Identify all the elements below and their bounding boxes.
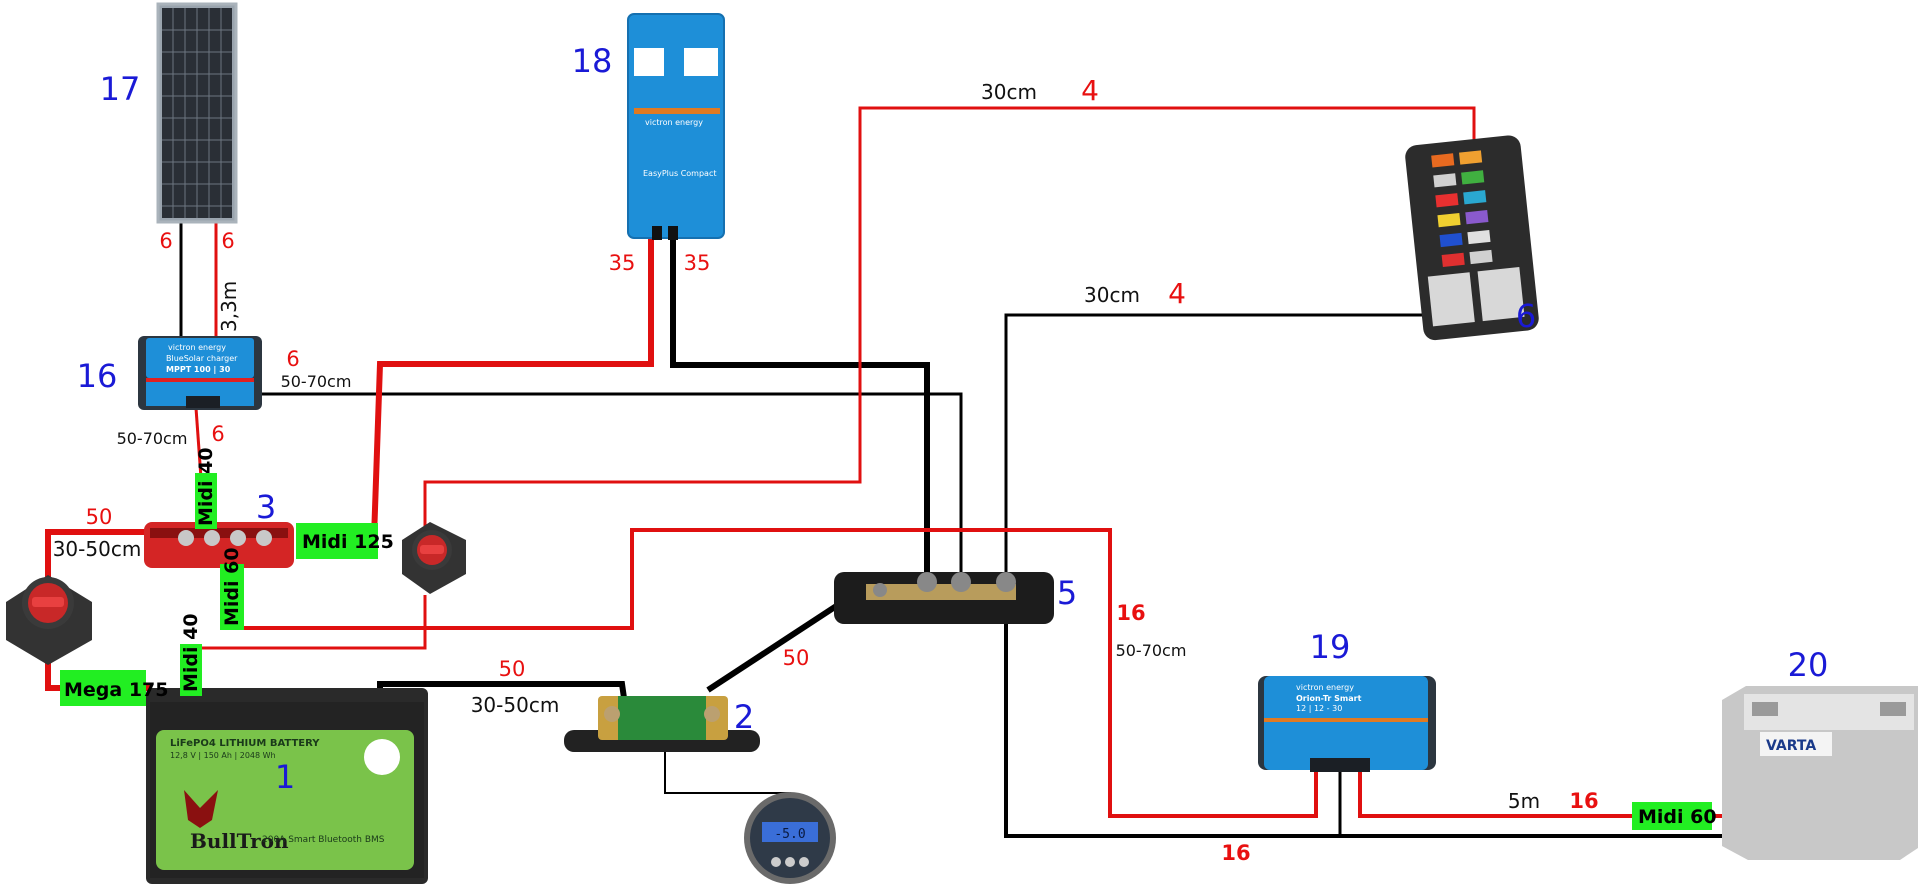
- dcdc-charger: victron energy Orion-Tr Smart 12 | 12 - …: [1258, 676, 1436, 772]
- label-solar-left-gauge: 6: [159, 229, 172, 253]
- label-battery-neg-length: 30-50cm: [471, 693, 560, 717]
- label-mppt-out-length: 50-70cm: [117, 429, 188, 448]
- mppt-model: MPPT 100 | 30: [166, 365, 231, 374]
- negative-busbar-number: 5: [1057, 574, 1077, 612]
- label-ground-gauge: 16: [1221, 841, 1250, 865]
- positive-busbar: [144, 522, 294, 568]
- house-battery: LiFePO4 LITHIUM BATTERY 12,8 V | 150 Ah …: [146, 688, 428, 884]
- label-main-pos-length: 30-50cm: [53, 537, 142, 561]
- battery-line1: LiFePO4 LITHIUM BATTERY: [170, 738, 320, 749]
- fuse-midi40-mppt: Midi 40: [195, 447, 217, 529]
- wire-ground: [1004, 620, 1745, 838]
- battery-switch-main[interactable]: [6, 575, 92, 665]
- starter-battery-number: 20: [1788, 646, 1829, 684]
- wire-battery-negative: [377, 681, 627, 699]
- dcdc-number: 19: [1310, 628, 1351, 666]
- fuse-box-number: 6: [1516, 297, 1536, 335]
- label-dcdc-in-gauge: 16: [1116, 601, 1145, 625]
- battery-line2: 12,8 V | 150 Ah | 2048 Wh: [170, 751, 276, 760]
- fuse-midi125: Midi 125: [296, 523, 394, 559]
- wire-inverter-negative: [670, 236, 930, 578]
- battery-switch-secondary[interactable]: [402, 522, 466, 594]
- label-fusebox-pos-length: 30cm: [981, 80, 1037, 104]
- starter-battery: VARTA: [1722, 686, 1918, 860]
- wire-fusebox-positive: [423, 106, 1476, 540]
- label-fusebox-pos-gauge: 4: [1081, 74, 1099, 107]
- label-starter-length: 5m: [1508, 789, 1540, 813]
- fuse-mega175: Mega 175: [60, 670, 169, 706]
- label-main-pos-gauge: 50: [86, 505, 113, 529]
- label-mppt-neg-length: 50-70cm: [281, 372, 352, 391]
- battery-monitor: -5.0: [744, 792, 836, 884]
- fuse-box: [1405, 135, 1539, 341]
- label-dcdc-in-length: 50-70cm: [1116, 641, 1187, 660]
- inverter-brand: victron energy: [645, 118, 703, 127]
- label-fusebox-neg-length: 30cm: [1084, 283, 1140, 307]
- label-fusebox-neg-gauge: 4: [1168, 277, 1186, 310]
- shunt: [564, 696, 760, 752]
- label-starter-gauge: 16: [1569, 789, 1598, 813]
- wire-fusebox-negative: [1004, 313, 1424, 578]
- wires: [45, 106, 1745, 838]
- svg-text:Midi 40: Midi 40: [180, 613, 202, 692]
- label-solar-right-gauge: 6: [221, 229, 234, 253]
- dcdc-name: Orion-Tr Smart: [1296, 694, 1362, 703]
- solar-panel-number: 17: [100, 70, 141, 108]
- wire-main-positive: [45, 529, 148, 590]
- mppt-name: BlueSolar charger: [166, 354, 238, 363]
- wire-mppt-negative: [252, 392, 963, 578]
- label-battery-neg-gauge: 50: [499, 657, 526, 681]
- fuse-midi40-battery: Midi 40: [180, 613, 202, 696]
- negative-busbar: [834, 572, 1054, 624]
- svg-text:Midi 125: Midi 125: [302, 531, 394, 553]
- dcdc-model: 12 | 12 - 30: [1296, 704, 1342, 713]
- mppt-charger: victron energy BlueSolar charger MPPT 10…: [138, 336, 262, 410]
- dcdc-brand: victron energy: [1296, 683, 1354, 692]
- starter-battery-brand: VARTA: [1766, 738, 1816, 754]
- battery-brand: BullTron: [190, 829, 289, 853]
- battery-bms: 200A Smart Bluetooth BMS: [262, 835, 385, 845]
- inverter-number: 18: [572, 42, 613, 80]
- label-solar-length: 3,3m: [217, 281, 241, 332]
- inverter: victron energy EasyPlus Compact: [627, 13, 725, 240]
- mppt-number: 16: [77, 357, 118, 395]
- svg-text:Midi 40: Midi 40: [195, 447, 217, 526]
- mppt-brand: victron energy: [168, 343, 226, 352]
- shunt-number: 2: [734, 698, 754, 736]
- solar-panel: [156, 2, 238, 224]
- monitor-reading: -5.0: [774, 827, 805, 842]
- label-inverter-neg-gauge: 35: [684, 251, 711, 275]
- fuse-midi60-starter: Midi 60: [1632, 802, 1717, 830]
- svg-text:Midi 60: Midi 60: [221, 547, 243, 626]
- positive-busbar-number: 3: [256, 488, 276, 526]
- inverter-model: EasyPlus Compact: [643, 169, 716, 178]
- fuse-midi60-busbar: Midi 60: [220, 547, 244, 630]
- label-inverter-pos-gauge: 35: [609, 251, 636, 275]
- wire-switch2-return: [194, 595, 427, 650]
- label-mppt-out-gauge: 6: [211, 422, 224, 446]
- svg-text:Midi 60: Midi 60: [1638, 806, 1717, 828]
- wire-inverter-positive: [371, 236, 654, 539]
- wire-dcdc-input: [231, 528, 1318, 818]
- wire-dcdc-output: [1358, 768, 1745, 818]
- svg-text:Mega 175: Mega 175: [64, 679, 169, 701]
- battery-number: 1: [275, 758, 295, 796]
- label-shunt-gauge: 50: [783, 646, 810, 670]
- label-mppt-pos-gauge: 6: [286, 347, 299, 371]
